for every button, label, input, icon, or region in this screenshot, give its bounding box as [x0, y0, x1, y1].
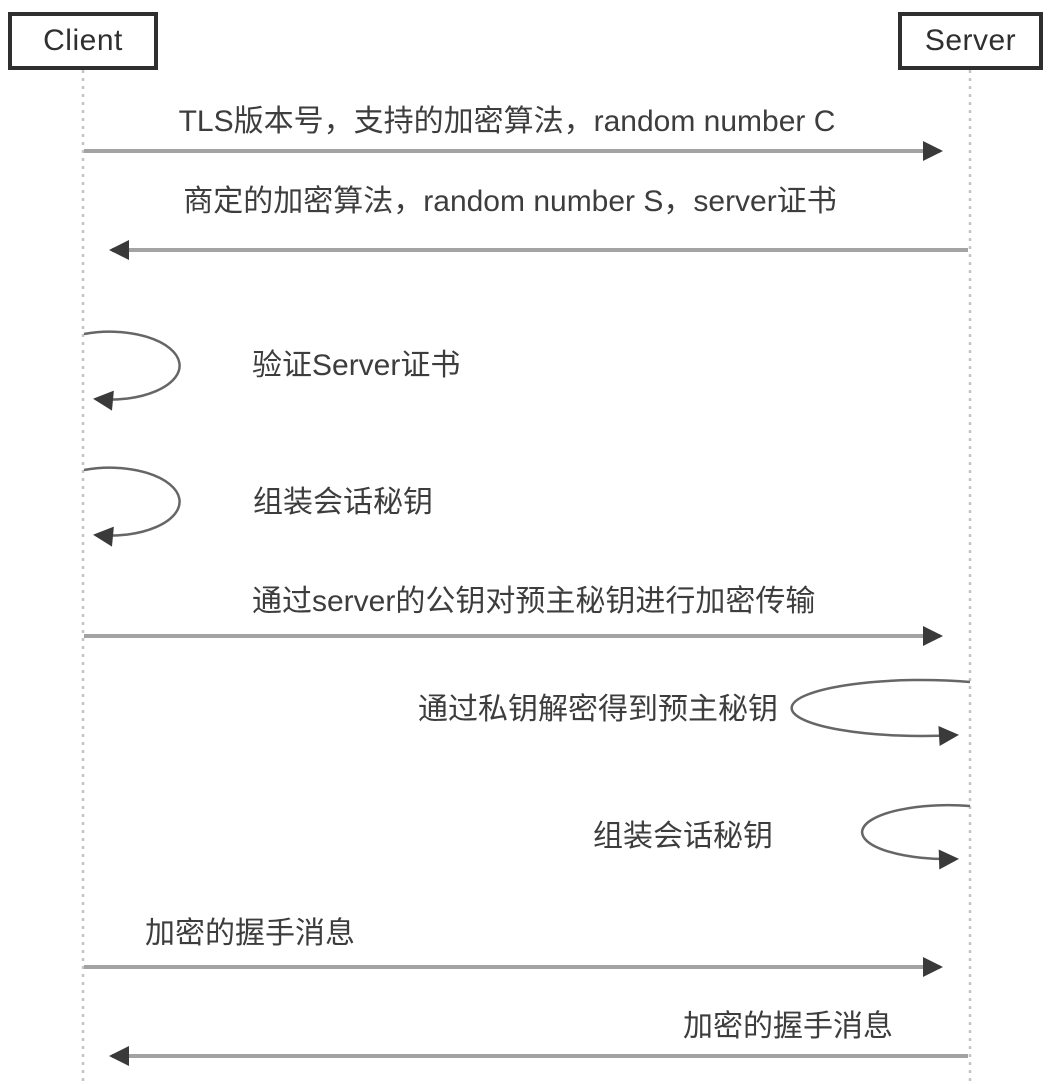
loop-client-assemble-key	[83, 466, 181, 547]
message-label-server-hello: 商定的加密算法，random number S，server证书	[183, 185, 837, 218]
message-label-client-assemble-key: 组装会话秘钥	[253, 486, 433, 519]
loop-verify-server-cert	[83, 330, 181, 411]
actor-client-label: Client	[43, 24, 123, 57]
message-label-server-assemble-key: 组装会话秘钥	[593, 820, 773, 853]
message-label-client-hello: TLS版本号，支持的加密算法，random number C	[178, 105, 836, 138]
message-label-premaster-secret: 通过server的公钥对预主秘钥进行加密传输	[252, 585, 816, 618]
actor-server-label: Server	[924, 24, 1017, 57]
actor-client-box: Client	[8, 12, 158, 70]
loop-server-assemble-key	[860, 803, 971, 870]
message-label-server-finished: 加密的握手消息	[683, 1010, 893, 1043]
message-label-verify-server-cert: 验证Server证书	[252, 349, 461, 382]
message-label-client-finished: 加密的握手消息	[145, 917, 355, 950]
message-label-server-decrypt-premaster: 通过私钥解密得到预主秘钥	[418, 693, 778, 726]
actor-server-box: Server	[898, 12, 1043, 70]
loop-server-decrypt-premaster	[790, 678, 971, 746]
